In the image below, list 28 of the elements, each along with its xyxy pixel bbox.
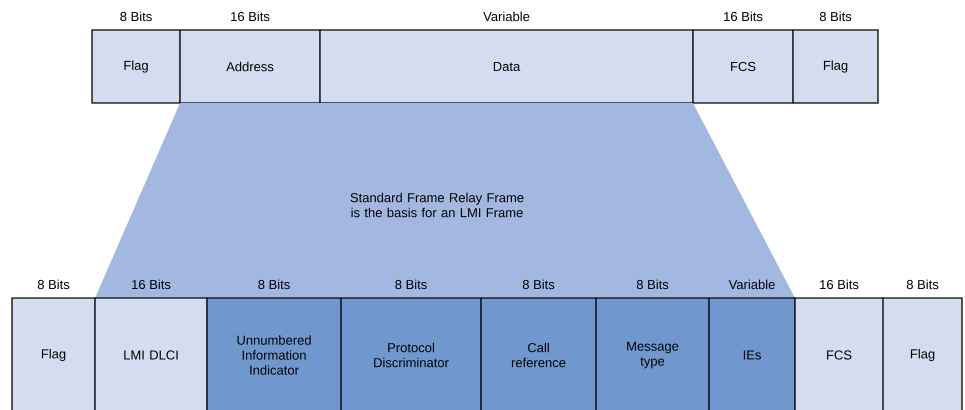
bit-count-label: 8 Bits (636, 280, 668, 290)
field-box: Flag (792, 29, 879, 104)
bit-count-label: 16 Bits (724, 12, 762, 22)
bit-count-label: 8 Bits (906, 280, 938, 290)
bit-count-label: 16 Bits (132, 280, 170, 290)
band-caption: Standard Frame Relay Frame is the basis for an LMI Frame (350, 192, 524, 218)
field-box: IEs (708, 297, 796, 410)
field-box: LMI DLCI (94, 297, 208, 410)
field-box: Flag (11, 297, 96, 410)
bit-count-label: 8 Bits (522, 280, 554, 290)
field-box: FCS (794, 297, 884, 410)
field-box: Unnumbered Information Indicator (206, 297, 342, 410)
bit-count-label: 8 Bits (38, 280, 70, 290)
bit-count-label: 16 Bits (231, 12, 270, 22)
bit-count-label: 16 Bits (820, 280, 858, 290)
field-box: Protocol Discriminator (340, 297, 482, 410)
bit-count-label: Variable (728, 280, 775, 290)
field-box: Call reference (480, 297, 597, 410)
field-box: Message type (595, 297, 710, 410)
bit-count-label: 8 Bits (258, 280, 290, 290)
field-box: Flag (882, 297, 963, 410)
field-box: FCS (692, 29, 794, 104)
field-box: Flag (91, 29, 181, 104)
bit-count-label: Variable (483, 12, 530, 22)
bit-count-label: 8 Bits (820, 12, 852, 22)
bit-count-label: 8 Bits (120, 12, 152, 22)
field-box: Address (179, 29, 321, 104)
bit-count-label: 8 Bits (395, 280, 427, 290)
